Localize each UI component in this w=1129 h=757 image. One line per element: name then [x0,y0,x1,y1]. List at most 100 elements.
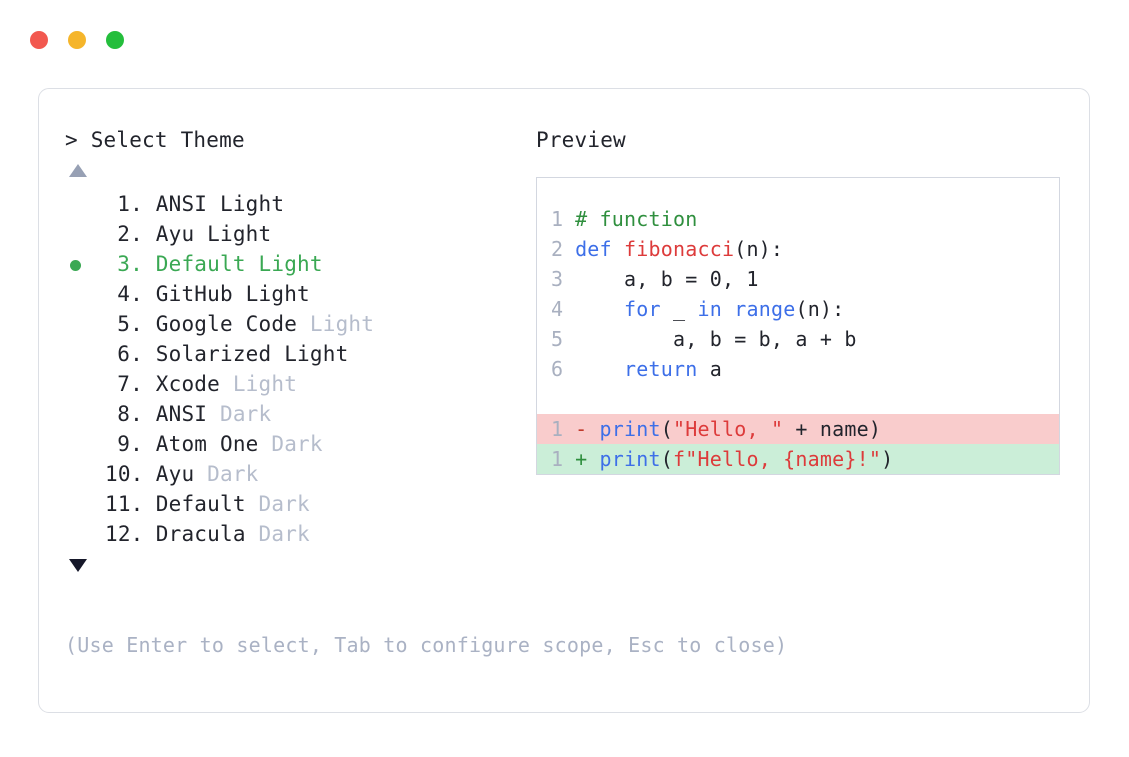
theme-item-spacer [143,279,156,309]
diff-minus-icon: - [575,417,600,441]
theme-item-spacer [143,189,156,219]
theme-item-name: GitHub Light [155,282,310,306]
theme-list-item[interactable]: 4. GitHub Light [65,279,535,309]
theme-item-spacer [143,369,156,399]
code-line: 6 return a [537,354,1059,384]
line-number: 2 [551,237,564,261]
page-title: Select Theme [90,128,245,152]
code-token: a, b = 0, 1 [575,267,759,291]
selected-bullet-icon [70,260,81,271]
code-token: "Hello, " [673,417,784,441]
code-token: for [624,297,661,321]
theme-item-name: ANSI Light [155,192,285,216]
code-token: range [734,297,796,321]
theme-item-name: Default [155,492,246,516]
theme-item-name: Ayu [155,462,195,486]
theme-item-spacer [143,309,156,339]
line-number: 4 [551,297,564,321]
theme-item-name: Xcode [155,372,220,396]
theme-item-variant: Dark [194,462,259,486]
diff-added-line: 1+ print(f"Hello, {name}!") [537,444,1059,474]
line-number: 1 [551,447,564,471]
close-button[interactable] [30,31,48,49]
theme-item-spacer [143,459,156,489]
code-token: (n): [795,297,845,321]
theme-item-name: Google Code [155,312,298,336]
theme-item-index: 6. [117,342,143,366]
theme-item-variant: Dark [207,402,272,426]
theme-item-name: Atom One [155,432,259,456]
minimize-button[interactable] [68,31,86,49]
theme-list-item[interactable]: 9. Atom One Dark [65,429,535,459]
theme-item-variant: Dark [245,492,310,516]
theme-item-index: 12. [105,522,144,546]
code-line: 3 a, b = 0, 1 [537,264,1059,294]
diff-block: 1- print("Hello, " + name)1+ print(f"Hel… [537,414,1059,474]
theme-list-item[interactable]: 2. Ayu Light [65,219,535,249]
code-token: f"Hello, {name}!" [673,447,882,471]
diff-removed-line: 1- print("Hello, " + name) [537,414,1059,444]
code-token: def [575,237,625,261]
theme-item-index: 1. [117,192,143,216]
theme-list-item[interactable]: 5. Google Code Light [65,309,535,339]
triangle-up-icon[interactable] [69,164,87,177]
theme-list-item[interactable]: 10. Ayu Dark [65,459,535,489]
theme-list-item[interactable]: 7. Xcode Light [65,369,535,399]
maximize-button[interactable] [106,31,124,49]
theme-list-item[interactable]: 12. Dracula Dark [65,519,535,549]
code-token: ( [660,417,674,441]
theme-list-item[interactable]: 3. Default Light [65,249,535,279]
code-line: 1 # function [537,204,1059,234]
line-number: 1 [551,207,564,231]
theme-list-item[interactable]: 6. Solarized Light [65,339,535,369]
theme-item-index: 10. [105,462,144,486]
theme-item-index: 2. [117,222,143,246]
window-controls [30,31,124,49]
code-token: + name) [783,417,882,441]
theme-item-spacer [143,429,156,459]
code-token: return [624,357,698,381]
theme-item-name: Default Light [155,252,323,276]
theme-item-index: 8. [117,402,143,426]
line-number: 3 [551,267,564,291]
code-token: fibonacci [624,237,735,261]
theme-item-index: 4. [117,282,143,306]
theme-item-name: Solarized Light [155,342,349,366]
code-token: ) [881,447,894,471]
code-token: print [599,417,661,441]
code-line: 2 def fibonacci(n): [537,234,1059,264]
code-token: (n): [734,237,784,261]
code-token: # function [575,207,698,231]
triangle-down-icon[interactable] [69,559,87,572]
theme-item-variant: Light [297,312,375,336]
line-number: 1 [551,417,564,441]
theme-item-spacer [143,519,156,549]
theme-item-variant: Dark [258,432,323,456]
theme-list-item[interactable]: 8. ANSI Dark [65,399,535,429]
diff-plus-icon: + [575,447,600,471]
theme-item-name: Dracula [155,522,246,546]
theme-item-index: 3. [117,252,143,276]
line-number: 6 [551,357,564,381]
code-token: a [697,357,722,381]
theme-list-item[interactable]: 11. Default Dark [65,489,535,519]
theme-item-index: 9. [117,432,143,456]
theme-item-spacer [143,489,156,519]
code-token: _ [660,297,698,321]
theme-item-spacer [143,219,156,249]
theme-list-item[interactable]: 1. ANSI Light [65,189,535,219]
code-token: in [697,297,722,321]
code-line: 4 for _ in range(n): [537,294,1059,324]
theme-item-spacer [143,339,156,369]
prompt-line: > Select Theme [65,125,535,155]
theme-item-variant: Dark [245,522,310,546]
prompt-symbol: > [65,128,78,152]
theme-item-index: 11. [105,492,144,516]
code-token: a, b = b, a + b [575,327,857,351]
